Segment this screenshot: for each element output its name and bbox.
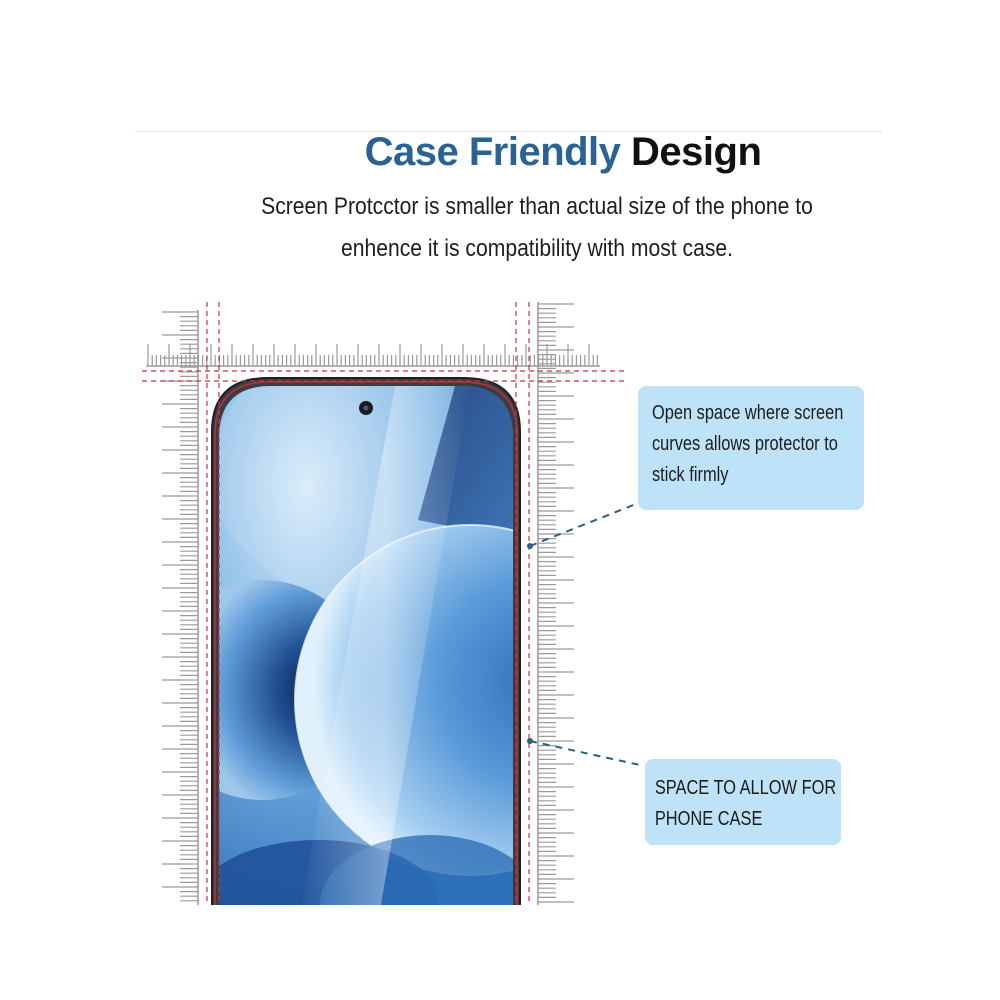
title-rest: Design xyxy=(631,130,762,174)
top-divider xyxy=(135,131,883,132)
title-accent: Case Friendly xyxy=(364,130,621,174)
description-line-1: Screen Protcctor is smaller than actual … xyxy=(261,193,813,220)
leader-dot-2 xyxy=(527,738,533,744)
callout-leaders xyxy=(529,503,641,766)
callout-2-line-1: SPACE TO ALLOW FOR xyxy=(654,777,837,799)
protector-guide-lines xyxy=(142,302,624,905)
page-title: Case Friendly Design xyxy=(0,126,1000,178)
callout-2-line-2: PHONE CASE xyxy=(654,808,763,830)
leader-dot-1 xyxy=(527,543,533,549)
callout-phone-case: SPACE TO ALLOW FOR PHONE CASE xyxy=(645,759,841,845)
callout-1-line-1: Open space where screen xyxy=(651,402,844,424)
callout-1-line-2: curves allows protector to xyxy=(651,433,838,455)
description-line-2: enhence it is compatibility with most ca… xyxy=(340,235,734,262)
callout-screen-curve: Open space where screen curves allows pr… xyxy=(638,386,864,510)
callout-1-line-3: stick firmly xyxy=(651,464,729,486)
phone-illustration xyxy=(211,377,521,905)
